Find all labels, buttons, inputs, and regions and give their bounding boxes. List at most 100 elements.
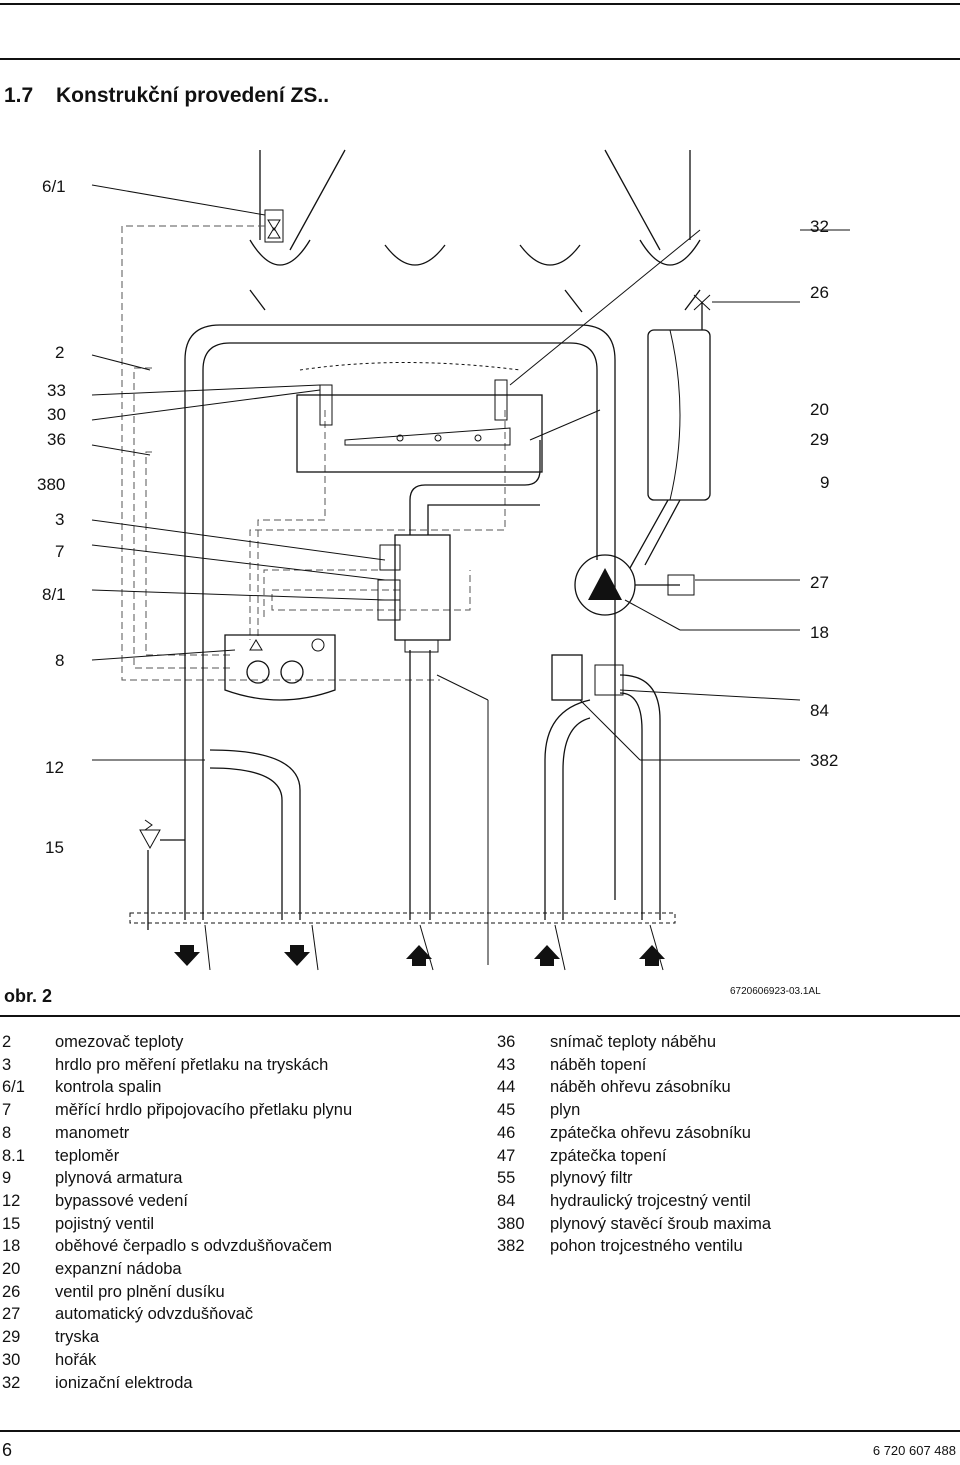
legend-item: 380 plynový stavěcí šroub maxima <box>497 1213 771 1236</box>
flue-gas-sensor <box>264 209 284 243</box>
legend-text: zpátečka topení <box>550 1146 667 1165</box>
section-title: Konstrukční provedení ZS.. <box>56 84 330 107</box>
legend-text: zpátečka ohřevu zásobníku <box>550 1123 751 1142</box>
figure-caption: obr. 2 <box>4 986 53 1006</box>
legend-number: 15 <box>2 1214 21 1233</box>
safety-valve <box>139 819 185 930</box>
legend-number: 6/1 <box>2 1078 25 1097</box>
legend-item: 6/1 kontrola spalin <box>2 1076 352 1099</box>
page-number: 6 <box>2 1440 13 1460</box>
legend-number: 46 <box>497 1123 516 1142</box>
heating-loop-pipe <box>184 324 616 920</box>
arrow-down-icon <box>174 945 200 966</box>
legend-number: 18 <box>2 1237 21 1256</box>
expansion-vessel <box>647 294 711 501</box>
legend-item: 32 ionizační elektroda <box>2 1372 352 1395</box>
legend-text: manometr <box>55 1123 130 1142</box>
legend-number: 84 <box>497 1191 516 1210</box>
legend-number: 45 <box>497 1101 516 1120</box>
legend-item: 47 zpátečka topení <box>497 1145 771 1168</box>
arrow-down-icon <box>284 945 310 966</box>
callout-label: 32 <box>810 217 829 236</box>
callout-label: 33 <box>47 381 66 400</box>
legend-item: 55 plynový filtr <box>497 1167 771 1190</box>
legend-text: snímač teploty náběhu <box>550 1033 717 1051</box>
left-callouts: 6/1 2 33 30 36 380 3 7 8/1 8 12 15 <box>37 177 66 857</box>
legend-item: 20 expanzní nádoba <box>2 1258 352 1281</box>
legend-number: 9 <box>2 1169 12 1188</box>
callout-label: 380 <box>37 475 65 494</box>
legend-text: tryska <box>55 1328 100 1347</box>
footer-rule <box>0 1430 960 1432</box>
legend-item: 15 pojistný ventil <box>2 1213 352 1236</box>
arrow-up-icon <box>534 945 560 966</box>
callout-label: 9 <box>820 473 829 492</box>
legend-number: 32 <box>2 1373 21 1392</box>
legend-text: náběh topení <box>550 1055 647 1074</box>
mounting-rail <box>129 912 676 924</box>
callout-label: 2 <box>55 343 64 362</box>
legend-item: 382 pohon trojcestného ventilu <box>497 1235 771 1258</box>
arrow-up-icon <box>406 945 432 966</box>
legend-number: 8.1 <box>2 1146 25 1165</box>
legend-number: 380 <box>497 1214 525 1233</box>
legend-number: 20 <box>2 1260 21 1279</box>
legend-text: kontrola spalin <box>55 1078 162 1097</box>
callout-label: 30 <box>47 405 66 424</box>
legend-item: 43 náběh topení <box>497 1054 771 1077</box>
legend-item: 26 ventil pro plnění dusíku <box>2 1281 352 1304</box>
connection-pipes <box>209 650 661 920</box>
legend-text: ventil pro plnění dusíku <box>55 1282 225 1301</box>
legend-text: ionizační elektroda <box>55 1373 193 1392</box>
legend-number: 7 <box>2 1101 12 1120</box>
legend-number: 44 <box>497 1078 516 1097</box>
burner-assembly <box>296 362 543 473</box>
legend-text: pojistný ventil <box>55 1214 155 1233</box>
legend-number: 55 <box>497 1169 516 1188</box>
arrow-up-icon <box>639 945 665 966</box>
legend-text: pohon trojcestného ventilu <box>550 1237 743 1256</box>
callout-label: 382 <box>810 751 838 770</box>
callout-label: 7 <box>55 542 64 561</box>
figure-code: 6720606923-03.1AL <box>730 986 821 997</box>
legend-number: 43 <box>497 1055 516 1074</box>
legend-number: 47 <box>497 1146 516 1165</box>
wiring-dashed <box>121 225 506 681</box>
legend-number: 30 <box>2 1350 21 1369</box>
callout-label: 8 <box>55 651 64 670</box>
legend-text: plynový filtr <box>550 1169 633 1188</box>
legend-number: 29 <box>2 1328 21 1347</box>
callout-label: 15 <box>45 838 64 857</box>
callout-label: 3 <box>55 510 64 529</box>
callout-label: 20 <box>810 400 829 419</box>
circulation-pump <box>574 499 695 616</box>
legend-text: plynový stavěcí šroub maxima <box>550 1214 772 1233</box>
legend-number: 36 <box>497 1033 516 1051</box>
legend-number: 382 <box>497 1237 525 1256</box>
legend-text: expanzní nádoba <box>55 1260 182 1279</box>
callout-label: 12 <box>45 758 64 777</box>
legend-text: bypassové vedení <box>55 1191 189 1210</box>
legend-number: 26 <box>2 1282 21 1301</box>
section-number: 1.7 <box>4 84 34 107</box>
diverter-valve <box>551 654 624 701</box>
leader-lines <box>91 184 850 971</box>
legend-item: 36 snímač teploty náběhu <box>497 1031 771 1054</box>
callout-label: 29 <box>810 430 829 449</box>
heading-rule <box>0 58 960 60</box>
document-number: 6 720 607 488 <box>872 1443 956 1458</box>
boiler-diagram: 6/1 2 33 30 36 380 3 7 8/1 8 12 15 32 26… <box>37 149 850 971</box>
legend-text: hrdlo pro měření přetlaku na tryskách <box>55 1055 329 1074</box>
control-panel <box>224 634 336 701</box>
legend-right: 36 snímač teploty náběhu 43 náběh topení 4… <box>497 1031 771 1258</box>
callout-label: 36 <box>47 430 66 449</box>
